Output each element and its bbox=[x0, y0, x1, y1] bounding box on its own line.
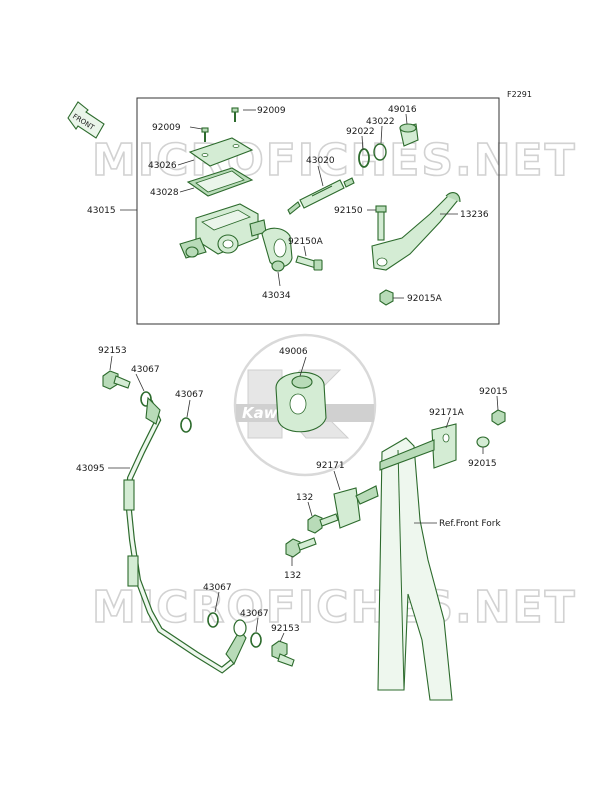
banjo-bolt-upper bbox=[102, 370, 131, 390]
washer-43067-a bbox=[140, 391, 152, 407]
screw-92009-right bbox=[231, 107, 239, 122]
piston-assembly bbox=[287, 177, 355, 215]
label-92015-upper: 92015 bbox=[479, 387, 508, 397]
label-43022: 43022 bbox=[366, 117, 395, 127]
master-cylinder-body bbox=[179, 203, 267, 259]
label-43067-a: 43067 bbox=[131, 365, 160, 375]
label-43034: 43034 bbox=[262, 291, 291, 301]
watermark-bottom: MICROFICHES.NET bbox=[92, 582, 577, 633]
screw-92009-left bbox=[201, 127, 209, 142]
label-92009-right: 92009 bbox=[257, 106, 286, 116]
label-49016: 49016 bbox=[388, 105, 417, 115]
label-92171: 92171 bbox=[316, 461, 345, 471]
label-43020: 43020 bbox=[306, 156, 335, 166]
washer-43067-d bbox=[250, 632, 262, 648]
label-ref-front-fork: Ref.Front Fork bbox=[439, 519, 501, 529]
front-fork bbox=[377, 437, 453, 701]
bolt-92150a bbox=[295, 255, 323, 271]
label-43015: 43015 bbox=[87, 206, 116, 216]
master-cylinder-group-box bbox=[136, 97, 500, 325]
bolt-132-upper bbox=[307, 513, 339, 534]
label-132-upper: 132 bbox=[296, 493, 313, 503]
label-92015a: 92015A bbox=[407, 294, 443, 304]
pivot-bolt-92150 bbox=[375, 205, 387, 241]
nut-92015-upper bbox=[491, 409, 506, 426]
washer-92015-lower bbox=[476, 436, 490, 448]
label-92153-lower: 92153 bbox=[271, 624, 300, 634]
label-92153-upper: 92153 bbox=[98, 346, 127, 356]
label-92150a: 92150A bbox=[288, 237, 324, 247]
nut-92015a bbox=[379, 289, 394, 306]
hose-clamp-92171a bbox=[379, 423, 457, 471]
banjo-bolt-lower bbox=[271, 640, 295, 667]
label-43095: 43095 bbox=[76, 464, 105, 474]
label-92015-lower: 92015 bbox=[468, 459, 497, 469]
bleed-cap-49006 bbox=[275, 371, 327, 433]
clamp-43034 bbox=[261, 227, 293, 272]
label-92171a: 92171A bbox=[429, 408, 465, 418]
washer-43067-c bbox=[207, 612, 219, 628]
ring-43022 bbox=[373, 143, 387, 161]
label-43028: 43028 bbox=[150, 188, 179, 198]
label-92150: 92150 bbox=[334, 206, 363, 216]
brake-lever bbox=[371, 192, 461, 271]
washer-43067-b bbox=[180, 417, 192, 433]
bolt-132-lower bbox=[285, 537, 317, 558]
diagram-code: F2291 bbox=[507, 90, 532, 99]
label-92022: 92022 bbox=[346, 127, 375, 137]
hose-clamp-92171 bbox=[333, 485, 379, 529]
watermark-top: MICROFICHES.NET bbox=[92, 135, 577, 186]
label-92009-left: 92009 bbox=[152, 123, 181, 133]
front-arrow-icon: FRONT bbox=[67, 101, 105, 139]
label-43067-d: 43067 bbox=[240, 609, 269, 619]
label-43067-b: 43067 bbox=[175, 390, 204, 400]
label-43067-c: 43067 bbox=[203, 583, 232, 593]
label-43026: 43026 bbox=[148, 161, 177, 171]
brake-hose bbox=[123, 396, 247, 674]
ring-92022 bbox=[358, 148, 370, 168]
label-132-lower: 132 bbox=[284, 571, 301, 581]
label-49006: 49006 bbox=[279, 347, 308, 357]
label-13236: 13236 bbox=[460, 210, 489, 220]
